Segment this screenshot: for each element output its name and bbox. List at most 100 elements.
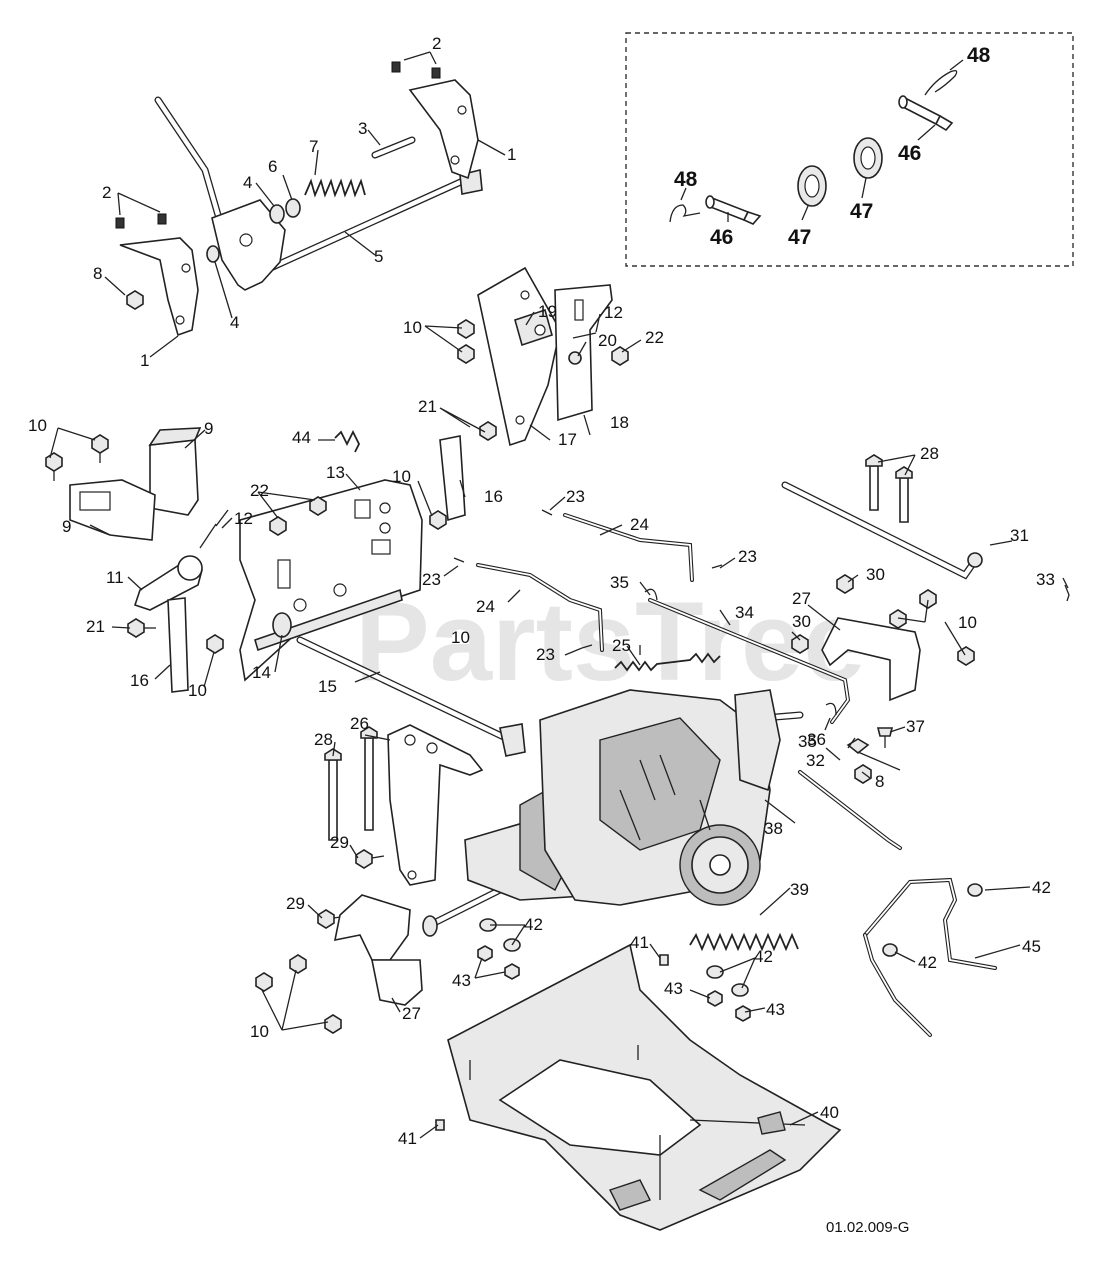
callout-43: 43 [664, 979, 683, 998]
callout-43: 43 [766, 1000, 785, 1019]
callout-4: 4 [230, 313, 239, 332]
callout-23: 23 [738, 547, 757, 566]
left-lower-parts [255, 724, 484, 1034]
callout-42: 42 [1032, 878, 1051, 897]
callout-46: 46 [710, 226, 733, 249]
right-side-parts [781, 454, 1070, 850]
watermark: PartsTree [355, 579, 866, 704]
spring-39 [689, 932, 799, 952]
washer-4-upper [269, 204, 285, 224]
callout-36: 36 [807, 730, 826, 749]
callouts: 2 1 3 7 6 4 5 4 1 2 8 10 19 12 20 22 18 … [28, 34, 1055, 1148]
clevis-pin-46-upper [898, 95, 954, 132]
callout-27: 27 [402, 1004, 421, 1023]
callout-47: 47 [788, 226, 811, 249]
callout-21: 21 [418, 397, 437, 416]
callout-30: 30 [866, 565, 885, 584]
callout-12: 12 [604, 303, 623, 322]
foot-pan-40 [447, 943, 842, 1231]
callout-22: 22 [645, 328, 664, 347]
washer-6 [285, 198, 301, 218]
callout-38: 38 [764, 819, 783, 838]
callout-23: 23 [422, 570, 441, 589]
spring-7 [304, 178, 366, 198]
callout-17: 17 [558, 430, 577, 449]
bracket-1-upper [408, 79, 479, 180]
callout-43: 43 [452, 971, 471, 990]
callout-46: 46 [898, 142, 921, 165]
callout-8: 8 [875, 772, 884, 791]
transaxle-38 [422, 689, 804, 937]
linkage-rods [453, 509, 851, 724]
callout-28: 28 [920, 444, 939, 463]
callout-8: 8 [93, 264, 102, 283]
callout-34: 34 [735, 603, 754, 622]
callout-37: 37 [906, 717, 925, 736]
callout-27: 27 [792, 589, 811, 608]
callout-25: 25 [612, 636, 631, 655]
leader-lines [49, 51, 1069, 1139]
callout-20: 20 [598, 331, 617, 350]
callout-29: 29 [330, 833, 349, 852]
hair-pin-clip-48-upper [924, 70, 958, 96]
callout-10: 10 [451, 628, 470, 647]
callout-21: 21 [86, 617, 105, 636]
callout-14: 14 [252, 663, 271, 682]
callout-13: 13 [326, 463, 345, 482]
callout-10: 10 [28, 416, 47, 435]
mid-brackets [429, 266, 629, 530]
callout-35: 35 [610, 573, 629, 592]
callout-48: 48 [967, 44, 991, 67]
callout-33: 33 [1036, 570, 1055, 589]
callout-7: 7 [309, 137, 318, 156]
bracket-1-lower [119, 237, 199, 337]
callout-10: 10 [250, 1022, 269, 1041]
spring-25 [614, 652, 721, 672]
clevis-pin-46-lower [705, 195, 762, 225]
callout-18: 18 [610, 413, 629, 432]
callout-40: 40 [820, 1103, 839, 1122]
callout-47: 47 [850, 200, 873, 223]
callout-29: 29 [286, 894, 305, 913]
washer-4-lower [206, 245, 220, 263]
callout-44: 44 [292, 428, 311, 447]
callout-42: 42 [918, 953, 937, 972]
callout-35: 35 [798, 732, 817, 751]
callout-28: 28 [314, 730, 333, 749]
callout-41: 41 [398, 1129, 417, 1148]
callout-2: 2 [432, 34, 441, 53]
callout-19: 19 [538, 302, 557, 321]
callout-9: 9 [204, 419, 213, 438]
main-plate-13 [215, 429, 526, 757]
callout-15: 15 [318, 677, 337, 696]
callout-24: 24 [476, 597, 495, 616]
callout-1: 1 [507, 145, 516, 164]
callout-32: 32 [806, 751, 825, 770]
callout-6: 6 [268, 157, 277, 176]
callout-5: 5 [374, 247, 383, 266]
callout-23: 23 [566, 487, 585, 506]
nut-8-upper [126, 290, 144, 310]
callout-1: 1 [140, 351, 149, 370]
callout-4: 4 [243, 173, 252, 192]
callout-10: 10 [403, 318, 422, 337]
callout-26: 26 [350, 714, 369, 733]
callout-48: 48 [674, 168, 698, 191]
brackets-9 [45, 427, 224, 693]
callout-45: 45 [1022, 937, 1041, 956]
callout-16: 16 [130, 671, 149, 690]
callout-10: 10 [188, 681, 207, 700]
callout-41: 41 [630, 933, 649, 952]
callout-16: 16 [484, 487, 503, 506]
callout-3: 3 [358, 119, 367, 138]
inset-box: 48 46 48 46 47 47 [625, 32, 1074, 267]
callout-11: 11 [106, 568, 124, 587]
shift-lever-assembly [115, 61, 483, 337]
callout-12: 12 [234, 509, 253, 528]
callout-31: 31 [1010, 526, 1029, 545]
callout-10: 10 [958, 613, 977, 632]
callout-24: 24 [630, 515, 649, 534]
hair-pin-clip-48-lower [669, 204, 701, 223]
